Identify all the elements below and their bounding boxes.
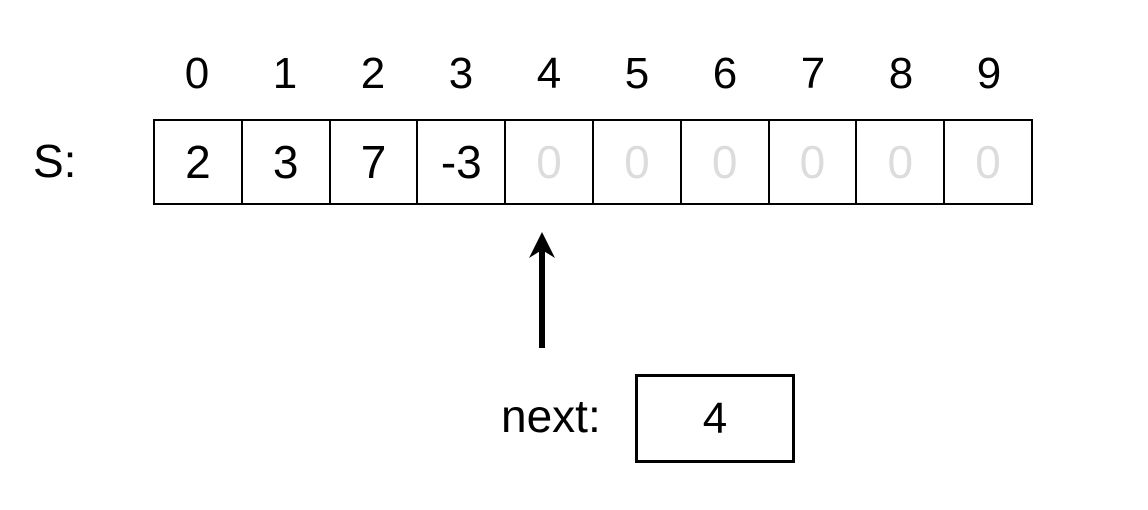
array-cell-7: 0 <box>769 121 858 203</box>
up-arrow-icon <box>529 232 555 348</box>
array-index-9: 9 <box>976 49 1002 98</box>
array-index-1: 1 <box>272 49 298 98</box>
next-value-box: 4 <box>635 374 795 463</box>
array-index-3: 3 <box>448 49 474 98</box>
array-cell-1: 3 <box>242 121 331 203</box>
array-index-4: 4 <box>536 49 562 98</box>
array-index-7: 7 <box>800 49 826 98</box>
array-cell-0: 2 <box>155 121 243 203</box>
array-cell-8: 0 <box>857 121 946 203</box>
array-index-0: 0 <box>184 49 210 98</box>
array-index-2: 2 <box>360 49 386 98</box>
array-cell-9: 0 <box>945 121 1031 203</box>
array-cell-2: 7 <box>330 121 419 203</box>
array-cell-5: 0 <box>593 121 682 203</box>
array-cell-6: 0 <box>681 121 770 203</box>
next-label: next: <box>501 390 601 442</box>
next-value: 4 <box>702 393 728 443</box>
array-cell-3: -3 <box>418 121 507 203</box>
array-index-8: 8 <box>888 49 914 98</box>
array-index-row: 0 1 2 3 4 5 6 7 8 9 <box>153 45 1033 103</box>
array-index-6: 6 <box>712 49 738 98</box>
array-container: 2 3 7 -3 0 0 0 0 0 0 <box>153 119 1033 205</box>
array-cell-4: 0 <box>506 121 594 203</box>
array-name-label: S: <box>33 135 77 187</box>
array-index-5: 5 <box>624 49 650 98</box>
